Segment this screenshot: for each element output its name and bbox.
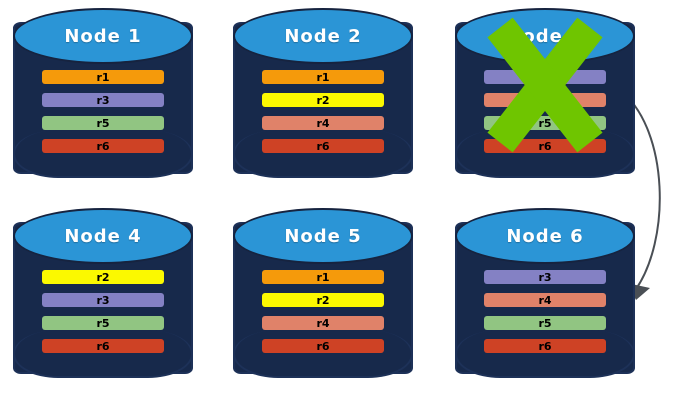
node-title: Node 2 bbox=[284, 25, 362, 47]
cylinder-bottom bbox=[13, 330, 193, 378]
record-bar: r4 bbox=[484, 293, 606, 307]
record-bar: r4 bbox=[484, 93, 606, 107]
cylinder-top bbox=[233, 8, 413, 64]
node-title: Node 4 bbox=[64, 225, 142, 247]
node-title: Node 3 bbox=[506, 25, 584, 47]
record-bar: r1 bbox=[262, 70, 384, 84]
record-bar: r3 bbox=[484, 70, 606, 84]
record-bar: r1 bbox=[42, 70, 164, 84]
record-bar: r6 bbox=[262, 139, 384, 153]
record-list: r1 r3 r5 r6 bbox=[42, 70, 164, 153]
record-bar: r5 bbox=[484, 316, 606, 330]
cylinder-bottom bbox=[233, 130, 413, 178]
record-bar: r5 bbox=[42, 316, 164, 330]
record-list: r2 r3 r5 r6 bbox=[42, 270, 164, 353]
node-cylinder-4[interactable]: Node 4 r2 r3 r5 r6 bbox=[13, 208, 193, 388]
record-bar: r1 bbox=[262, 270, 384, 284]
record-bar: r6 bbox=[42, 339, 164, 353]
record-list: r3 r4 r5 r6 bbox=[484, 70, 606, 153]
record-bar: r6 bbox=[484, 339, 606, 353]
cylinder-top bbox=[13, 208, 193, 264]
node-cylinder-1[interactable]: Node 1 r1 r3 r5 r6 bbox=[13, 8, 193, 188]
record-bar: r3 bbox=[42, 93, 164, 107]
record-list: r1 r2 r4 r6 bbox=[262, 270, 384, 353]
record-bar: r6 bbox=[262, 339, 384, 353]
record-bar: r5 bbox=[484, 116, 606, 130]
cylinder-bottom bbox=[13, 130, 193, 178]
cylinder-bottom bbox=[233, 330, 413, 378]
record-bar: r4 bbox=[262, 116, 384, 130]
record-bar: r3 bbox=[42, 293, 164, 307]
cylinder-top bbox=[13, 8, 193, 64]
node-cylinder-5[interactable]: Node 5 r1 r2 r4 r6 bbox=[233, 208, 413, 388]
cylinder-top bbox=[233, 208, 413, 264]
record-bar: r2 bbox=[42, 270, 164, 284]
node-cylinder-2[interactable]: Node 2 r1 r2 r4 r6 bbox=[233, 8, 413, 188]
node-title: Node 6 bbox=[506, 225, 584, 247]
node-title: Node 5 bbox=[284, 225, 362, 247]
record-list: r3 r4 r5 r6 bbox=[484, 270, 606, 353]
cylinder-top bbox=[455, 208, 635, 264]
node-cylinder-6[interactable]: Node 6 r3 r4 r5 r6 bbox=[455, 208, 635, 388]
record-bar: r3 bbox=[484, 270, 606, 284]
record-bar: r5 bbox=[42, 116, 164, 130]
cylinder-bottom bbox=[455, 330, 635, 378]
record-bar: r4 bbox=[262, 316, 384, 330]
node-title: Node 1 bbox=[64, 25, 142, 47]
record-list: r1 r2 r4 r6 bbox=[262, 70, 384, 153]
record-bar: r2 bbox=[262, 93, 384, 107]
node-cylinder-3[interactable]: Node 3 r3 r4 r5 r6 bbox=[455, 8, 635, 188]
record-bar: r6 bbox=[484, 139, 606, 153]
record-bar: r2 bbox=[262, 293, 384, 307]
record-bar: r6 bbox=[42, 139, 164, 153]
